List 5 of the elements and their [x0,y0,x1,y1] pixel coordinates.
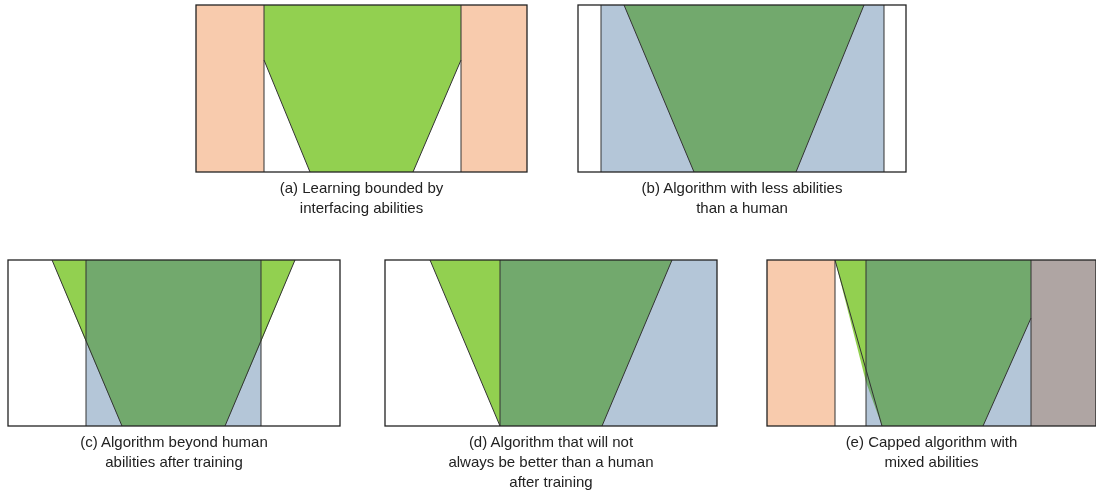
figure-caption: (a) Learning bounded by interfacing abilities [278,178,445,218]
figure-caption: (b) Algorithm with less abilities than a human [640,178,844,218]
figure-caption: (d) Algorithm that will not always be better than a human after training [447,432,655,492]
figure-caption: (c) Algorithm beyond human abilities after training [79,432,269,472]
figure-caption: (e) Capped algorithm with mixed abilities [844,432,1019,472]
